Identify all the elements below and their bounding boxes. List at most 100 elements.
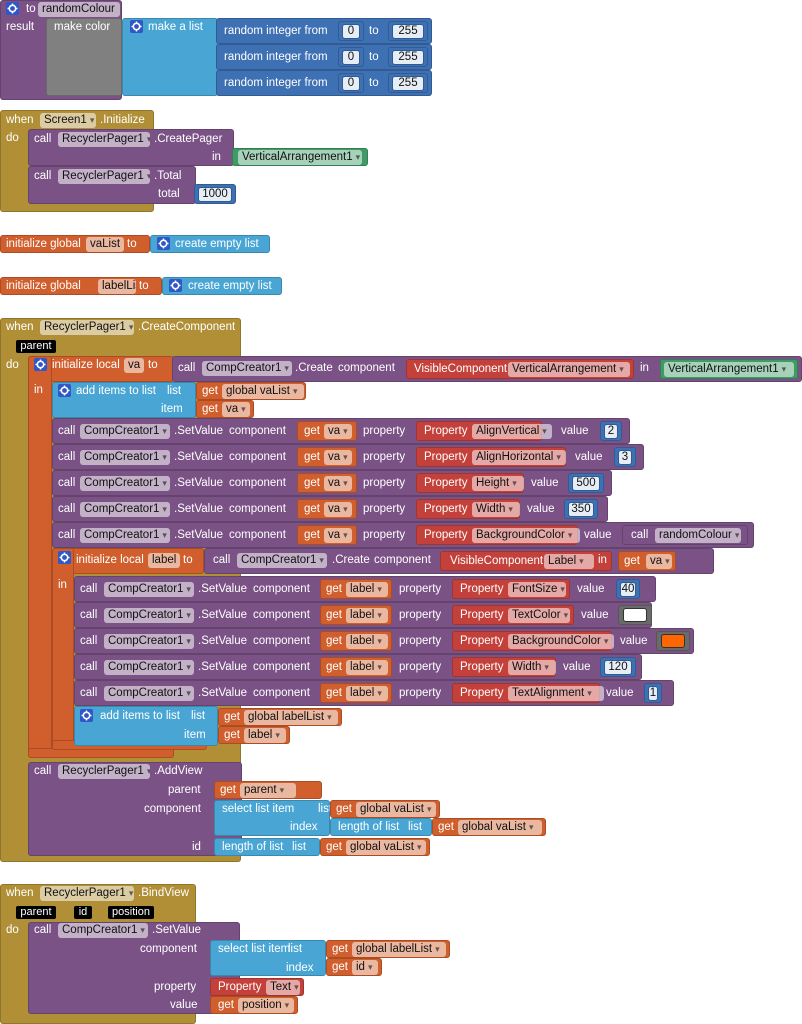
create-empty-list-block[interactable] [150,235,270,253]
dropdown-arrow-icon[interactable]: ▾ [377,636,382,646]
dropdown-arrow-icon[interactable]: ▾ [241,404,246,414]
dropdown-arrow-icon[interactable]: ▾ [355,152,361,162]
dropdown-arrow-icon[interactable]: ▾ [327,712,332,722]
variable-dropdown[interactable]: id▾ [352,960,378,975]
make-color-block[interactable] [46,18,122,96]
dropdown-arrow-icon[interactable]: ▾ [146,766,150,776]
dropdown-arrow-icon[interactable]: ▾ [377,610,382,620]
component-dropdown[interactable]: CompCreator1▾ [237,553,327,568]
property-dropdown[interactable]: Width▾ [472,502,520,517]
event-parameter[interactable]: parent [16,340,56,353]
type-dropdown[interactable]: VerticalArrangement▾ [508,362,630,377]
component-dropdown[interactable]: CompCreator1▾ [202,361,292,376]
number-field[interactable]: 1 [648,686,658,701]
create-empty-list-block[interactable] [162,277,282,295]
dropdown-arrow-icon[interactable]: ▾ [343,504,348,514]
variable-dropdown[interactable]: global vaList▾ [346,840,426,855]
variable-name-field[interactable]: va [124,358,144,373]
number-field[interactable]: 1000 [198,187,232,202]
component-dropdown[interactable]: RecyclerPager1▾ [40,886,134,901]
component-dropdown[interactable]: RecyclerPager1▾ [40,320,134,335]
component-dropdown[interactable]: RecyclerPager1▾ [58,764,150,779]
component-dropdown[interactable]: VerticalArrangement1▾ [238,150,362,165]
dropdown-arrow-icon[interactable]: ▾ [587,688,592,698]
dropdown-arrow-icon[interactable]: ▾ [294,982,299,992]
variable-dropdown[interactable]: global vaList▾ [356,802,436,817]
dropdown-arrow-icon[interactable]: ▾ [162,452,167,462]
property-dropdown[interactable]: TextColor▾ [508,608,570,623]
dropdown-arrow-icon[interactable]: ▾ [579,556,584,566]
property-dropdown[interactable]: BackgroundColor▾ [472,528,580,543]
dropdown-arrow-icon[interactable]: ▾ [619,364,624,374]
dropdown-arrow-icon[interactable]: ▾ [377,662,382,672]
variable-dropdown[interactable]: parent▾ [240,783,296,798]
mutator-gear-icon[interactable] [6,2,19,15]
select-list-item[interactable] [210,940,326,976]
property-dropdown[interactable]: AlignHorizontal▾ [472,450,566,465]
component-dropdown[interactable]: CompCreator1▾ [104,686,194,701]
dropdown-arrow-icon[interactable]: ▾ [435,944,440,954]
variable-dropdown[interactable]: va▾ [324,424,352,439]
property-dropdown[interactable]: Width▾ [508,660,556,675]
dropdown-arrow-icon[interactable]: ▾ [567,530,573,540]
dropdown-arrow-icon[interactable]: ▾ [186,662,191,672]
number-field[interactable]: 120 [604,660,632,675]
mutator-gear-icon[interactable] [34,358,47,371]
dropdown-arrow-icon[interactable]: ▾ [508,504,513,514]
variable-dropdown[interactable]: label▾ [244,728,286,743]
variable-dropdown[interactable]: label▾ [346,582,388,597]
property-dropdown[interactable]: BackgroundColor▾ [508,634,614,649]
dropdown-arrow-icon[interactable]: ▾ [186,636,191,646]
dropdown-arrow-icon[interactable]: ▾ [560,584,565,594]
dropdown-arrow-icon[interactable]: ▾ [377,688,382,698]
mutator-gear-icon[interactable] [169,279,182,292]
dropdown-arrow-icon[interactable]: ▾ [162,426,167,436]
variable-dropdown[interactable]: global vaList▾ [222,384,304,399]
length-of-list[interactable] [330,818,432,836]
variable-dropdown[interactable]: global vaList▾ [458,820,542,835]
initialize-local-va[interactable] [28,356,174,382]
component-dropdown[interactable]: CompCreator1▾ [104,608,194,623]
variable-dropdown[interactable]: va▾ [324,528,352,543]
variable-dropdown[interactable]: label▾ [346,608,388,623]
dropdown-arrow-icon[interactable]: ▾ [734,530,740,540]
dropdown-arrow-icon[interactable]: ▾ [426,804,432,814]
dropdown-arrow-icon[interactable]: ▾ [186,688,191,698]
component-dropdown[interactable]: CompCreator1▾ [80,450,170,465]
variable-dropdown[interactable]: label▾ [346,686,388,701]
component-dropdown[interactable]: Screen1▾ [40,113,96,128]
dropdown-arrow-icon[interactable]: ▾ [544,662,549,672]
number-field[interactable]: 2 [604,424,618,439]
mutator-gear-icon[interactable] [130,20,143,33]
number-field[interactable]: 40 [620,582,636,597]
dropdown-arrow-icon[interactable]: ▾ [542,426,547,436]
variable-dropdown[interactable]: position▾ [238,998,294,1013]
property-dropdown[interactable]: Text▾ [266,980,300,995]
length-of-list[interactable] [214,838,320,856]
number-field[interactable]: 0 [342,76,360,91]
event-parameter[interactable]: id [74,906,92,919]
component-dropdown[interactable]: VerticalArrangement1▾ [664,362,794,377]
mutator-gear-icon[interactable] [157,237,170,250]
dropdown-arrow-icon[interactable]: ▾ [343,478,348,488]
property-dropdown[interactable]: FontSize▾ [508,582,566,597]
add-items-to-list[interactable] [74,706,218,746]
variable-dropdown[interactable]: global labelList▾ [244,710,338,725]
dropdown-arrow-icon[interactable]: ▾ [186,610,191,620]
dropdown-arrow-icon[interactable]: ▾ [128,888,134,898]
component-dropdown[interactable]: CompCreator1▾ [104,634,194,649]
dropdown-arrow-icon[interactable]: ▾ [319,555,324,565]
color-swatch[interactable] [661,634,685,648]
dropdown-arrow-icon[interactable]: ▾ [343,426,348,436]
number-field[interactable]: 255 [392,76,424,91]
variable-name-field[interactable]: labelList [98,279,136,294]
dropdown-arrow-icon[interactable]: ▾ [343,530,348,540]
dropdown-arrow-icon[interactable]: ▾ [416,842,422,852]
mutator-gear-icon[interactable] [58,551,71,564]
number-field[interactable]: 0 [342,50,360,65]
variable-dropdown[interactable]: va▾ [222,402,250,417]
variable-dropdown[interactable]: va▾ [646,554,672,569]
property-dropdown[interactable]: AlignVertical▾ [472,424,552,439]
dropdown-arrow-icon[interactable]: ▾ [275,730,280,740]
